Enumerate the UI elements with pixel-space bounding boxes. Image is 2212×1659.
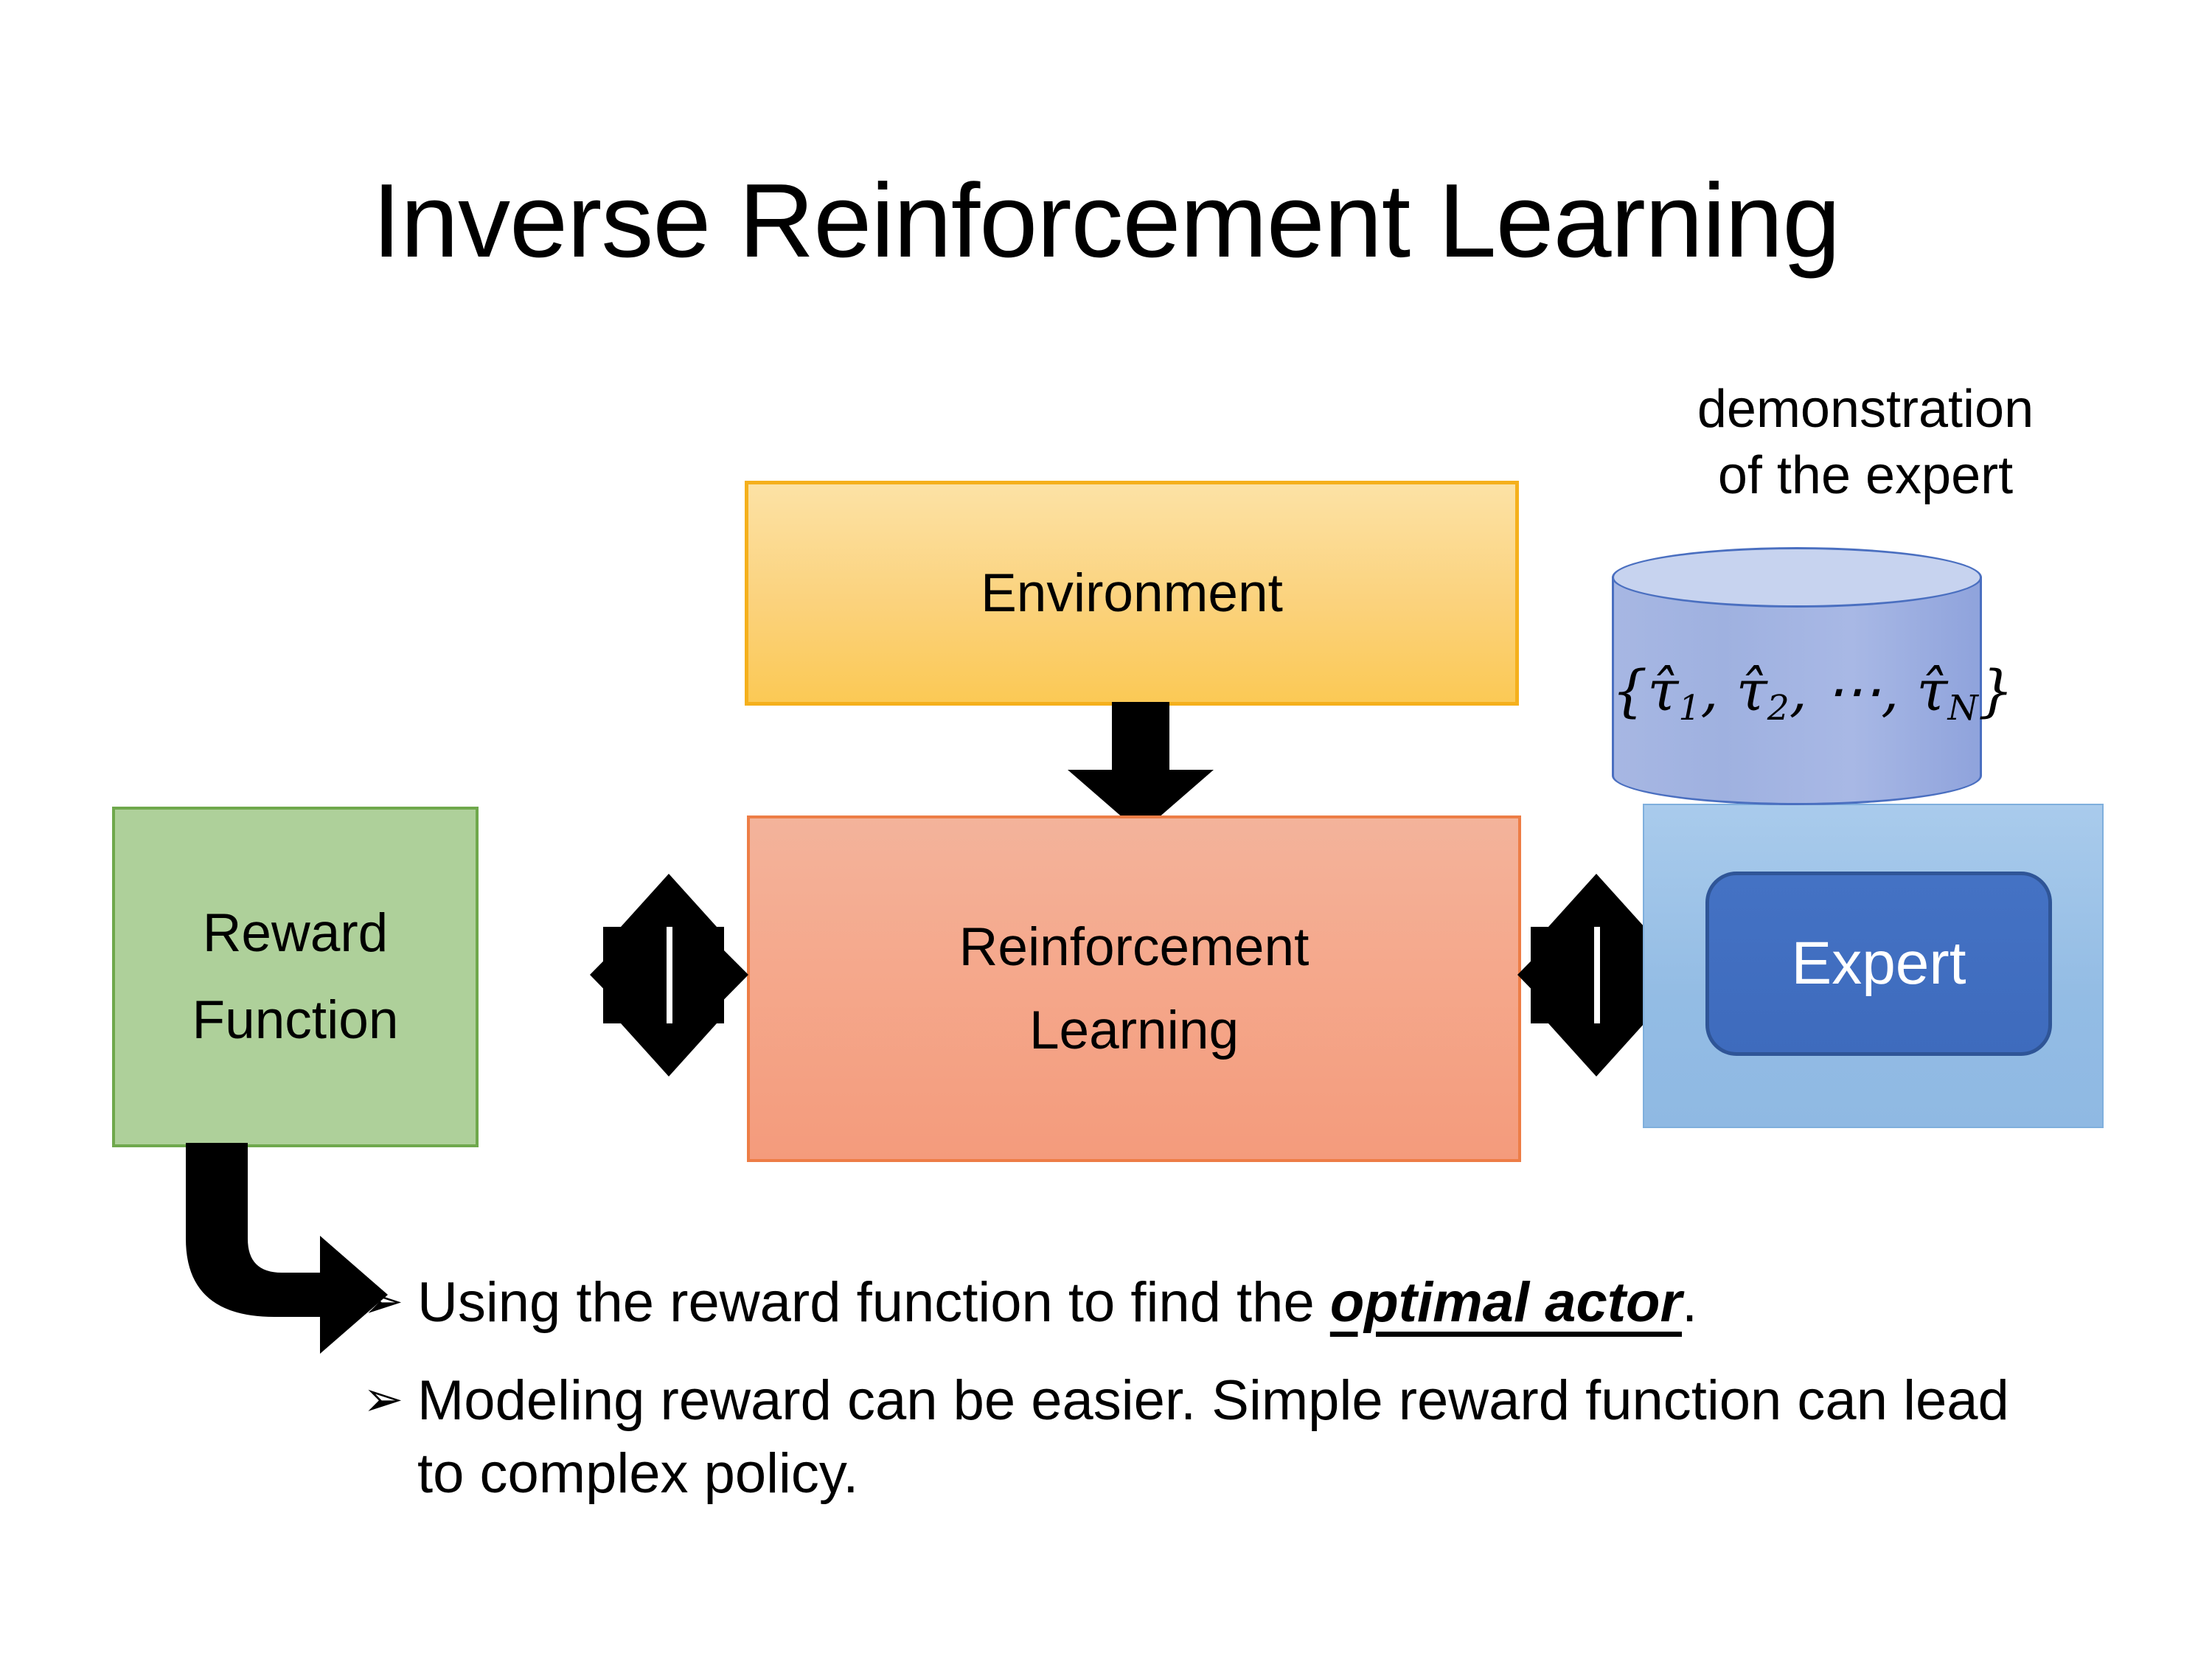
formula-open-brace: { [1612,658,1648,723]
bullet-1-text-before: Using the reward function to find the [417,1271,1330,1334]
environment-to-rl-down-arrow [1068,702,1214,833]
formula-sub-1: 1 [1678,688,1701,729]
bullet-1-emphasis: optimal actor [1329,1271,1683,1334]
reward-label-line2: Function [192,990,399,1050]
formula-sep-1: , [1700,658,1736,723]
formula-tau-2: τ̂ [1736,658,1767,723]
expert-label: Expert [1791,930,1966,997]
page-title: Inverse Reinforcement Learning [372,162,1841,279]
cylinder-body [1612,577,1982,805]
reward-label-line1: Reward [202,902,389,963]
bullet-arrow-icon: ➢ [363,1273,404,1328]
reward-function-box: Reward Function [112,807,479,1147]
reward-to-bullets-elbow-arrow [186,1143,388,1354]
demonstration-caption: demonstration of the expert [1607,376,2124,509]
list-item: ➢ Modeling reward can be easier. Simple … [363,1365,2059,1511]
reinforcement-learning-box: Reinforcement Learning [747,815,1521,1162]
trajectory-set-formula: {τ̂1, τ̂2, ⋯, τ̂N} [1612,658,2014,729]
expert-chip: Expert [1705,872,2052,1056]
reward-to-rl-four-way-arrow [590,874,748,1077]
trajectory-database-cylinder: {τ̂1, τ̂2, ⋯, τ̂N} [1612,547,2014,805]
formula-tau-1: τ̂ [1647,658,1679,723]
formula-sep-2: , ⋯, [1789,658,1917,723]
formula-sub-2: 2 [1767,688,1790,729]
environment-box: Environment [745,481,1519,706]
bullet-text-2: Modeling reward can be easier. Simple re… [417,1368,2009,1505]
bullet-arrow-icon: ➢ [363,1371,404,1426]
demonstration-caption-line2: of the expert [1717,446,2014,505]
bullet-1-text-after: . [1682,1271,1698,1334]
environment-label: Environment [981,563,1283,623]
formula-close-brace: } [1978,658,2014,723]
bullet-list: ➢ Using the reward function to find the … [363,1267,2059,1535]
cylinder-top-ellipse [1612,547,1982,608]
bullet-text-1: Using the reward function to find the op… [417,1267,2059,1340]
demonstration-caption-line1: demonstration [1697,380,2034,439]
rl-label-line1: Reinforcement [959,917,1310,977]
rl-label-line2: Learning [1029,1001,1239,1060]
formula-tau-n: τ̂ [1916,658,1948,723]
formula-sub-n: N [1947,688,1978,729]
list-item: ➢ Using the reward function to find the … [363,1267,2059,1340]
